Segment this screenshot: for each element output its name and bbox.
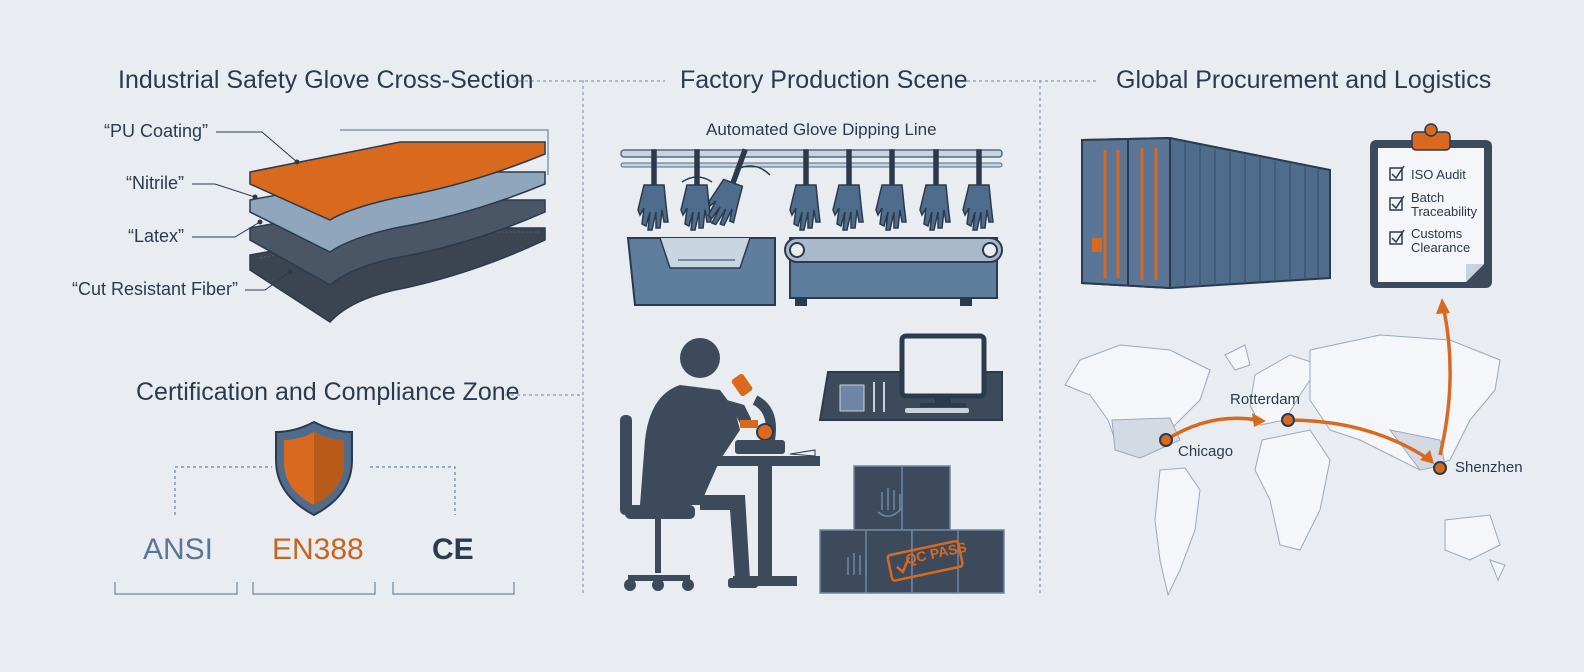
qc-lab-illustration bbox=[620, 333, 1005, 594]
shipping-routes bbox=[1165, 309, 1452, 462]
compliance-clipboard bbox=[1370, 123, 1492, 288]
checklist-batch-line2: Traceability bbox=[1411, 204, 1477, 219]
factory-title: Factory Production Scene bbox=[680, 66, 968, 94]
city-markers bbox=[1159, 413, 1447, 475]
shipping-container bbox=[1081, 136, 1331, 290]
city-label-shenzhen: Shenzhen bbox=[1455, 459, 1523, 476]
checklist-batch-traceability: Batch Traceability bbox=[1411, 191, 1477, 219]
logistics-title: Global Procurement and Logistics bbox=[1116, 66, 1492, 94]
layer-label-cut-resistant-fiber: “Cut Resistant Fiber” bbox=[72, 279, 239, 299]
glove-layers-illustration bbox=[192, 129, 549, 323]
cert-ce: CE bbox=[432, 533, 474, 566]
pu-coating-layer bbox=[249, 141, 546, 221]
checklist-iso-audit: ISO Audit bbox=[1411, 168, 1466, 182]
certification-graphics bbox=[114, 420, 515, 595]
layer-label-pu-coating: “PU Coating” bbox=[104, 121, 209, 141]
city-label-chicago: Chicago bbox=[1178, 443, 1234, 460]
qc-pass-stamp bbox=[886, 539, 964, 582]
checklist-iso-audit-text: ISO Audit bbox=[1411, 167, 1466, 182]
cert-en388: EN388 bbox=[272, 533, 364, 566]
cross-section-title: Industrial Safety Glove Cross-Section bbox=[118, 66, 534, 94]
checklist-customs-clearance: Customs Clearance bbox=[1411, 227, 1470, 255]
layer-label-latex: “Latex” bbox=[128, 226, 185, 246]
checklist-customs-line2: Clearance bbox=[1411, 240, 1471, 255]
world-map bbox=[1064, 334, 1506, 597]
city-label-rotterdam: Rotterdam bbox=[1230, 391, 1301, 408]
cert-ansi: ANSI bbox=[143, 533, 214, 566]
checklist-batch-line1: Batch bbox=[1411, 190, 1445, 205]
layer-label-nitrile: “Nitrile” bbox=[126, 173, 184, 193]
route-arrowheads bbox=[1252, 298, 1450, 464]
certification-title: Certification and Compliance Zone bbox=[136, 378, 520, 406]
dipping-line-illustration bbox=[620, 148, 1003, 306]
checklist-customs-line1: Customs bbox=[1411, 226, 1463, 241]
dipping-line-label: Automated Glove Dipping Line bbox=[706, 120, 937, 139]
panel-dividers bbox=[505, 80, 1098, 595]
